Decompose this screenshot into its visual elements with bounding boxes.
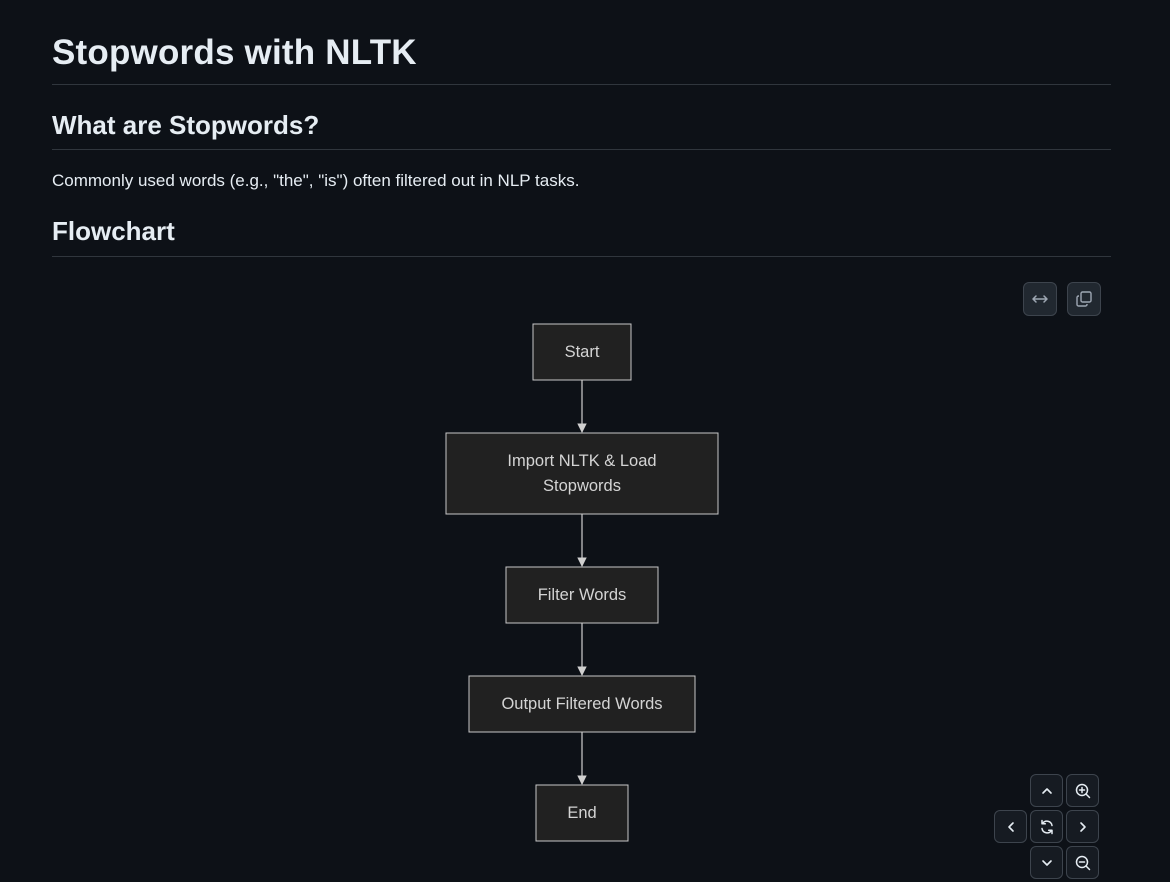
pan-up-button[interactable] bbox=[1030, 774, 1063, 807]
zoom-out-icon bbox=[1075, 855, 1090, 870]
title-divider bbox=[52, 84, 1111, 85]
flowchart-node-box bbox=[505, 566, 659, 624]
flowchart-node-box bbox=[445, 432, 719, 515]
chevron-down-icon bbox=[1041, 859, 1052, 866]
pan-down-button[interactable] bbox=[1030, 846, 1063, 879]
flowchart-node-label: Filter Words bbox=[538, 586, 627, 604]
copy-button[interactable] bbox=[1067, 282, 1101, 316]
flowchart-node-box bbox=[468, 675, 696, 733]
page-title: Stopwords with NLTK bbox=[52, 33, 417, 72]
section-heading-what-are-stopwords: What are Stopwords? bbox=[52, 110, 320, 140]
zoom-out-button[interactable] bbox=[1066, 846, 1099, 879]
flowchart-node-box bbox=[535, 784, 629, 842]
section-heading-flowchart: Flowchart bbox=[52, 216, 175, 246]
flowchart-node-label: Stopwords bbox=[543, 477, 621, 495]
copy-icon bbox=[1076, 291, 1092, 307]
flowchart-node-output: Output Filtered Words bbox=[468, 675, 696, 733]
chevron-right-icon bbox=[1079, 821, 1086, 832]
zoom-in-button[interactable] bbox=[1066, 774, 1099, 807]
flowchart-node-label: Output Filtered Words bbox=[501, 695, 662, 713]
flowchart-node-box bbox=[532, 323, 632, 381]
flowchart-node-label: Start bbox=[565, 343, 600, 361]
section-divider bbox=[52, 256, 1111, 257]
reset-view-button[interactable] bbox=[1030, 810, 1063, 843]
flowchart-node-start: Start bbox=[532, 323, 632, 381]
section-divider bbox=[52, 149, 1111, 150]
description-paragraph: Commonly used words (e.g., "the", "is") … bbox=[52, 171, 580, 190]
pan-right-button[interactable] bbox=[1066, 810, 1099, 843]
flowchart-node-label: End bbox=[567, 804, 596, 822]
expand-button[interactable] bbox=[1023, 282, 1057, 316]
refresh-icon bbox=[1040, 819, 1053, 834]
pan-left-button[interactable] bbox=[994, 810, 1027, 843]
chevron-left-icon bbox=[1007, 821, 1014, 832]
chevron-up-icon bbox=[1041, 787, 1052, 794]
flowchart-node-filter: Filter Words bbox=[505, 566, 659, 624]
zoom-in-icon bbox=[1075, 783, 1090, 798]
flowchart-node-label: Import NLTK & Load bbox=[507, 452, 656, 470]
flowchart-node-end: End bbox=[535, 784, 629, 842]
arrows-horizontal-icon bbox=[1032, 295, 1048, 303]
